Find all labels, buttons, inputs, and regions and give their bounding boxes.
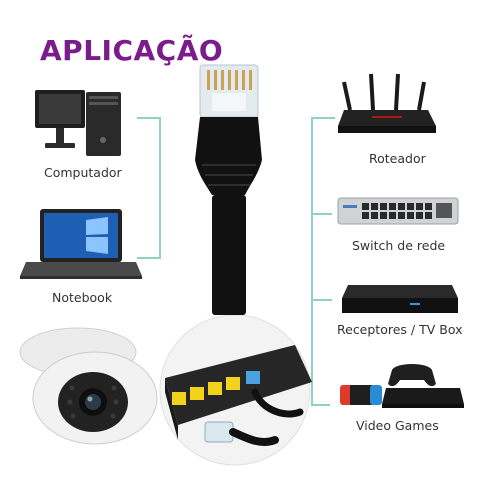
device-label-network-switch: Switch de rede xyxy=(352,238,446,253)
device-label-video-games: Video Games xyxy=(356,418,439,433)
left-connector-bracket xyxy=(137,117,161,259)
right-connector-bracket xyxy=(311,117,335,406)
router-icon xyxy=(338,73,436,133)
tv-box-icon xyxy=(342,285,458,313)
device-label-notebook: Notebook xyxy=(52,290,113,305)
ethernet-cable-icon xyxy=(195,64,262,315)
page-title: APLICAÇÃO xyxy=(40,34,224,67)
dome-camera-icon xyxy=(19,327,158,445)
laptop-icon xyxy=(20,209,142,279)
game-console-icon xyxy=(340,364,464,408)
port-closeup-illustration xyxy=(159,314,312,466)
device-label-computer: Computador xyxy=(44,165,122,180)
device-label-router: Roteador xyxy=(369,151,426,166)
network-switch-icon xyxy=(337,197,459,225)
device-label-tv-box: Receptores / TV Box xyxy=(337,322,463,337)
desktop-computer-icon xyxy=(35,90,121,156)
